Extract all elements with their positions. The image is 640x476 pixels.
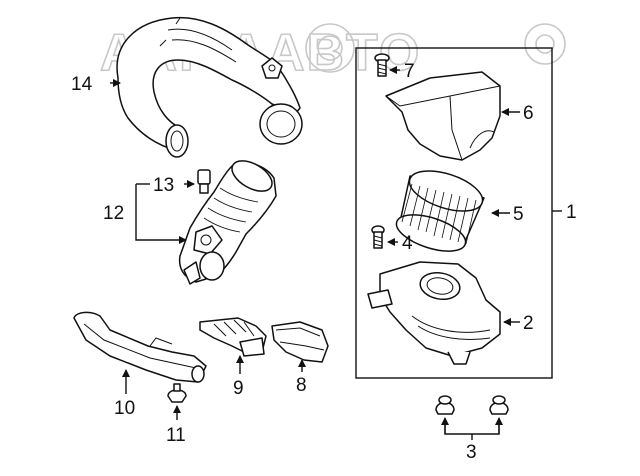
part-8-deflector [271,321,329,363]
part-13-sensor [197,169,211,194]
part-12-intake-hose [178,160,277,285]
part-2-lower-housing [367,261,501,365]
callout-6: 6 [523,103,534,124]
part-9-duct-section [199,317,267,357]
callout-14: 14 [71,74,93,95]
part-5-filter-element [395,170,485,252]
callout-5: 5 [513,204,524,225]
callout-3: 3 [466,442,477,463]
callout-13: 13 [153,175,174,196]
callout-2: 2 [523,313,534,334]
callout-12: 12 [103,203,124,224]
callout-8: 8 [296,375,307,396]
part-4-bolt [371,225,385,249]
part-3-grommets [435,395,509,415]
part-6-filter-cover [385,71,501,161]
callout-11: 11 [166,425,186,446]
part-14-intake-duct [116,16,303,158]
assembly-box [355,47,553,379]
part-11-push-clip [167,383,187,403]
part-7-bolt [374,53,390,77]
part-10-air-guide [73,311,207,383]
callout-7: 7 [404,61,415,82]
callout-10: 10 [114,398,135,419]
callout-4: 4 [402,233,413,254]
callout-9: 9 [233,378,244,399]
callout-1: 1 [566,202,577,223]
